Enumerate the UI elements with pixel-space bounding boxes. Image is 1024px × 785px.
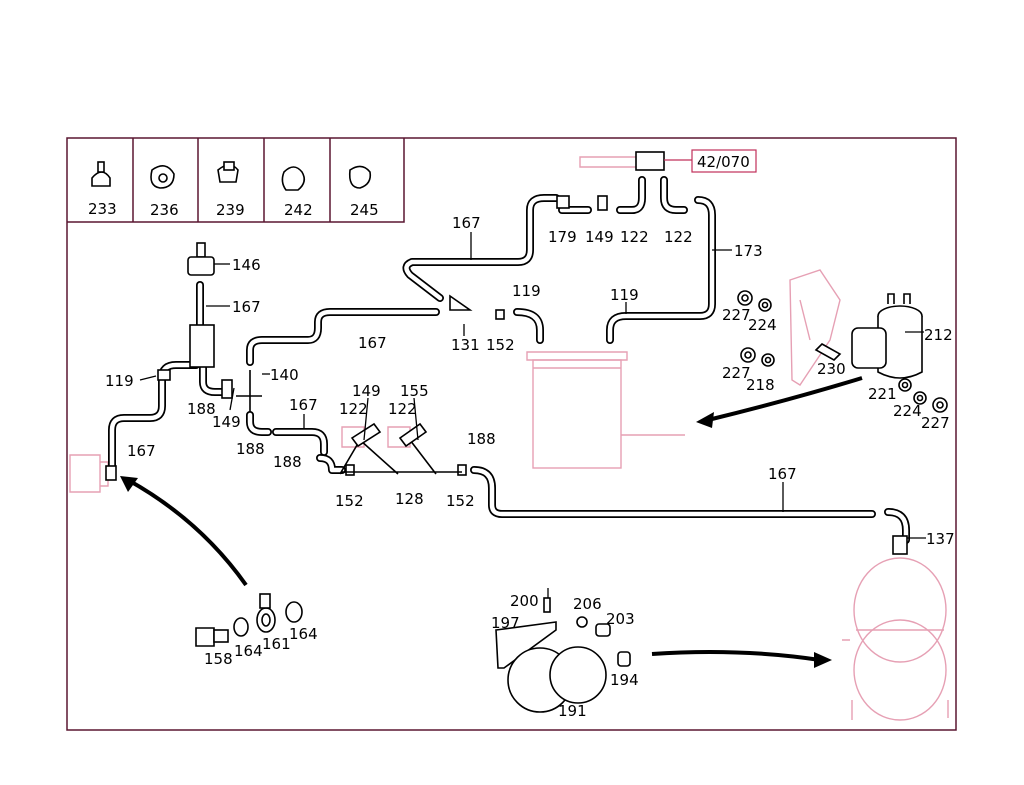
clip-239-icon	[217, 161, 239, 183]
label-122: 122	[664, 228, 693, 246]
small-hardware	[737, 290, 948, 413]
label-146: 146	[232, 256, 261, 274]
fitting-149b	[350, 422, 382, 448]
label-149: 149	[352, 382, 381, 400]
connector-149a	[221, 379, 233, 399]
fitting-146-cap	[196, 242, 206, 258]
clip-236-icon	[150, 165, 175, 189]
label-167: 167	[232, 298, 261, 316]
label-152: 152	[335, 492, 364, 510]
label-167: 167	[358, 334, 387, 352]
label-188: 188	[187, 400, 216, 418]
fittings	[105, 151, 908, 555]
label-122: 122	[388, 400, 417, 418]
label-119: 119	[105, 372, 134, 390]
diagram-frame	[66, 137, 957, 731]
label-167: 167	[289, 396, 318, 414]
tee-131	[449, 294, 473, 311]
manifold-128	[339, 439, 462, 475]
accumulator-assembly	[495, 597, 631, 713]
connector-left	[105, 465, 117, 481]
label-161: 161	[262, 635, 291, 653]
label-122: 122	[339, 400, 368, 418]
label-227: 227	[722, 364, 751, 382]
label-152: 152	[446, 492, 475, 510]
filter-body	[189, 324, 215, 368]
label-158: 158	[204, 650, 233, 668]
legend-label-233: 233	[88, 200, 117, 218]
label-173: 173	[734, 242, 763, 260]
label-206: 206	[573, 595, 602, 613]
fitting-179	[556, 195, 570, 209]
reference-label: 42/070	[697, 153, 750, 171]
label-167: 167	[452, 214, 481, 232]
label-191: 191	[558, 702, 587, 720]
label-131: 131	[451, 336, 480, 354]
part-labels: 146 167 119 188 149 167 140 167 188 167 …	[105, 214, 955, 720]
label-164: 164	[289, 625, 318, 643]
label-188: 188	[236, 440, 265, 458]
legend-label-236: 236	[150, 201, 179, 219]
accumulator-ghost	[842, 557, 949, 721]
tee-140	[236, 370, 262, 412]
label-188: 188	[273, 453, 302, 471]
clip-245-icon	[348, 165, 372, 189]
label-164: 164	[234, 642, 263, 660]
clip-152b	[457, 464, 467, 476]
reference-42-070: 42/070	[664, 149, 757, 173]
label-200: 200	[510, 592, 539, 610]
label-227: 227	[722, 306, 751, 324]
junction-42070	[635, 151, 665, 171]
label-149: 149	[585, 228, 614, 246]
label-218: 218	[746, 376, 775, 394]
legend-label-245: 245	[350, 201, 379, 219]
label-188: 188	[467, 430, 496, 448]
clip-149c	[597, 195, 608, 211]
label-128: 128	[395, 490, 424, 508]
fitting-137	[892, 535, 908, 555]
reservoir-ghost	[532, 359, 622, 469]
ghost-components	[69, 156, 949, 721]
label-212: 212	[924, 326, 953, 344]
legend-label-239: 239	[216, 201, 245, 219]
label-197: 197	[491, 614, 520, 632]
hose-network	[108, 176, 910, 544]
label-167: 167	[768, 465, 797, 483]
label-119: 119	[512, 282, 541, 300]
clip-242-icon	[281, 166, 306, 191]
fitting-146	[187, 256, 215, 276]
connector-119a	[157, 369, 171, 381]
valve-230	[814, 343, 842, 361]
fitting-155	[398, 422, 428, 448]
banjo-assembly	[195, 593, 303, 647]
label-194: 194	[610, 671, 639, 689]
clip-152c	[495, 309, 505, 320]
label-137: 137	[926, 530, 955, 548]
direction-arrows	[120, 376, 863, 668]
label-221: 221	[868, 385, 897, 403]
label-167: 167	[127, 442, 156, 460]
label-203: 203	[606, 610, 635, 628]
legend-label-242: 242	[284, 201, 313, 219]
label-155: 155	[400, 382, 429, 400]
label-224: 224	[748, 316, 777, 334]
label-122: 122	[620, 228, 649, 246]
clip-legend: 233 236 239 242 245	[67, 138, 405, 223]
clip-152a	[345, 464, 355, 476]
label-140: 140	[270, 366, 299, 384]
label-230: 230	[817, 360, 846, 378]
label-224: 224	[893, 402, 922, 420]
leader-lines	[139, 232, 926, 598]
label-152: 152	[486, 336, 515, 354]
label-149: 149	[212, 413, 241, 431]
label-227: 227	[921, 414, 950, 432]
label-179: 179	[548, 228, 577, 246]
clip-233-icon	[91, 161, 111, 187]
label-119: 119	[610, 286, 639, 304]
